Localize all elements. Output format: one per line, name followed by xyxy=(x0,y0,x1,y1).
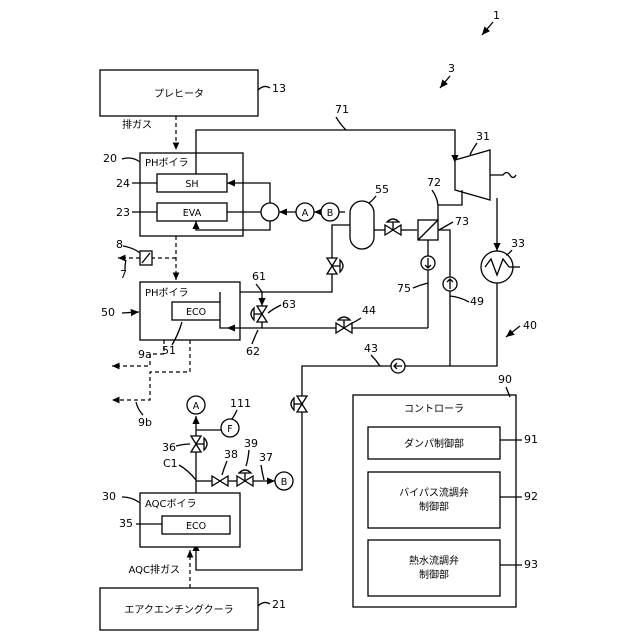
ref-3: 3 xyxy=(440,62,455,88)
ref-90: 90 xyxy=(498,373,512,386)
ref-30: 30 xyxy=(102,490,116,503)
ref-92: 92 xyxy=(524,490,538,503)
ref-23: 23 xyxy=(116,206,130,219)
svg-text:1: 1 xyxy=(493,9,500,22)
controller-label: コントローラ xyxy=(404,403,464,415)
ref-13: 13 xyxy=(272,82,286,95)
svg-text:A: A xyxy=(193,401,200,412)
ref-24: 24 xyxy=(116,177,130,190)
ref-36: 36 xyxy=(162,441,176,454)
valve-drum-feed xyxy=(385,219,401,235)
ref-73: 73 xyxy=(455,215,469,228)
bypass-ctrl-box xyxy=(368,472,500,528)
ref-91: 91 xyxy=(524,433,538,446)
cooler-label: エアクエンチングクーラ xyxy=(124,603,233,616)
ref-61: 61 xyxy=(252,270,266,283)
svg-text:B: B xyxy=(327,208,334,219)
ref-62: 62 xyxy=(246,345,260,358)
hotwater-ctrl-label-1: 熱水流調弁 xyxy=(409,554,459,567)
line-43 xyxy=(302,366,391,396)
ref-72: 72 xyxy=(427,176,441,189)
ph-boiler-upper-label: PHボイラ xyxy=(145,157,189,169)
ref-1: 1 xyxy=(482,9,500,35)
ref-63: 63 xyxy=(282,298,296,311)
ref-50: 50 xyxy=(101,306,115,319)
ref-44: 44 xyxy=(362,304,376,317)
svg-text:3: 3 xyxy=(448,62,455,75)
ref-49: 49 xyxy=(470,295,484,308)
ref-7: 7 xyxy=(120,268,127,281)
preheater-label: プレヒータ xyxy=(154,88,204,100)
ref-21: 21 xyxy=(272,598,286,611)
bypass-ctrl-label-2: 制御部 xyxy=(419,500,449,513)
ref-93: 93 xyxy=(524,558,538,571)
damper-ctrl-label: ダンパ制御部 xyxy=(404,437,464,450)
ref-55: 55 xyxy=(375,183,389,196)
exhaust-gas-label: 排ガス xyxy=(122,118,152,131)
ref-71: 71 xyxy=(335,103,349,116)
eco-lower-label: ECO xyxy=(186,307,206,318)
ref-20: 20 xyxy=(103,152,117,165)
valve-63 xyxy=(251,306,267,322)
valve-38 xyxy=(212,476,228,486)
aqc-boiler-label: AQCボイラ xyxy=(145,498,197,510)
hotwater-ctrl-box xyxy=(368,540,500,596)
drum-icon xyxy=(350,201,374,249)
ref-40: 40 xyxy=(523,319,537,332)
ref-35: 35 xyxy=(119,517,133,530)
ref-38: 38 xyxy=(224,448,238,461)
valve-36 xyxy=(191,436,207,452)
valve-43 xyxy=(291,396,307,412)
ref-9b: 9b xyxy=(138,416,152,429)
line-49 xyxy=(438,230,450,366)
ref-33: 33 xyxy=(511,237,525,250)
valve-drum-out xyxy=(327,258,343,274)
aqc-exhaust-label: AQC排ガス xyxy=(128,563,180,576)
eco-aqc-label: ECO xyxy=(186,521,206,532)
bypass-ctrl-label-1: バイパス流調弁 xyxy=(399,486,469,499)
ref-39: 39 xyxy=(244,437,258,450)
svg-text:F: F xyxy=(227,424,232,435)
svg-text:A: A xyxy=(302,208,309,219)
ref-111: 111 xyxy=(230,397,251,410)
header-circle xyxy=(261,203,279,221)
ref-31: 31 xyxy=(476,130,490,143)
hotwater-ctrl-label-2: 制御部 xyxy=(419,568,449,581)
ref-8: 8 xyxy=(116,238,123,251)
valve-44 xyxy=(336,317,352,333)
ref-9a: 9a xyxy=(138,348,152,361)
eva-label: EVA xyxy=(183,208,202,219)
sh-label: SH xyxy=(185,179,198,190)
ref-43: 43 xyxy=(364,342,378,355)
ref-75: 75 xyxy=(397,282,411,295)
valve-39 xyxy=(237,470,253,486)
leader-13 xyxy=(258,86,270,90)
ref-c1: C1 xyxy=(163,457,178,470)
svg-text:B: B xyxy=(281,477,288,488)
ref-37: 37 xyxy=(259,451,273,464)
ph-boiler-lower-label: PHボイラ xyxy=(145,287,189,299)
turbine-icon xyxy=(455,150,490,200)
